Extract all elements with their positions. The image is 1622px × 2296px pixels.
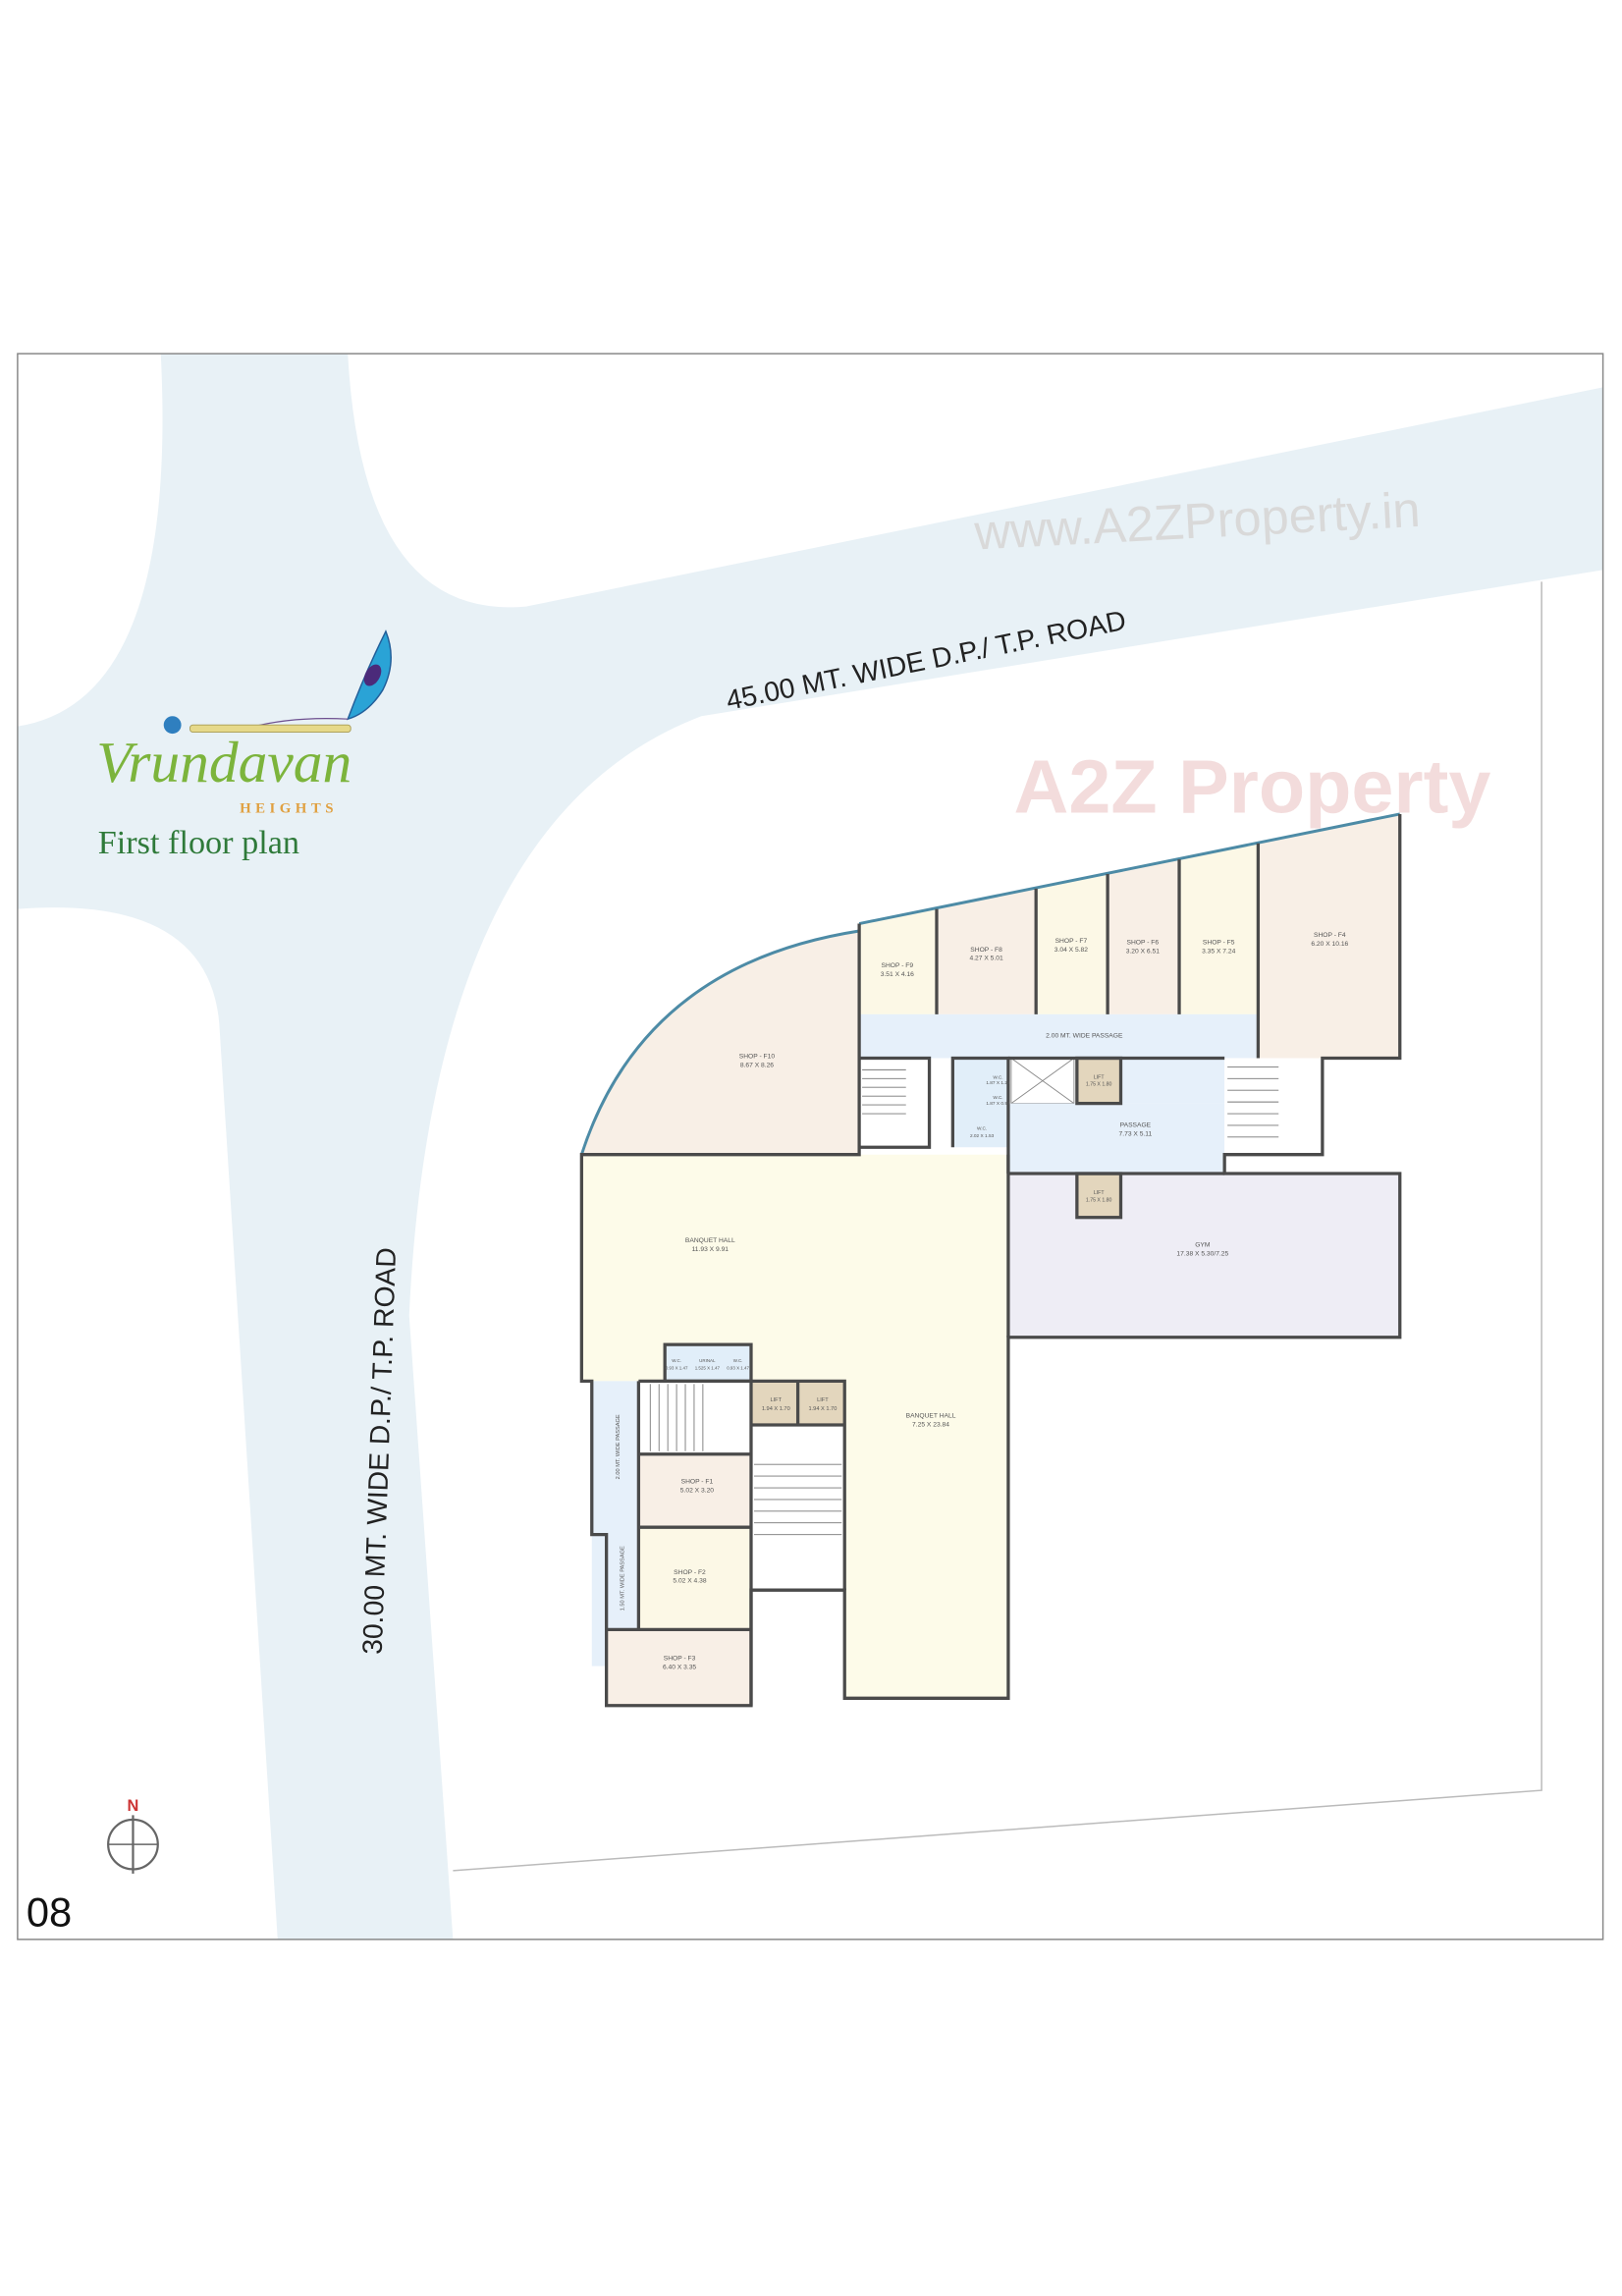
label-f7: SHOP - F7 xyxy=(1055,938,1088,945)
label-urinal: URINAL xyxy=(699,1358,716,1363)
room-shop-f7 xyxy=(1036,873,1108,1014)
room-passage-mid xyxy=(1007,1103,1225,1175)
dims-passage-mid: 7.73 X 5.11 xyxy=(1119,1130,1153,1137)
label-lift-b: LIFT xyxy=(817,1397,829,1403)
flute-icon xyxy=(189,724,351,734)
label-f1: SHOP - F1 xyxy=(681,1479,714,1486)
label-gym: GYM xyxy=(1195,1241,1211,1248)
dims-gym: 17.38 X 5.30/7.25 xyxy=(1176,1250,1228,1257)
room-gym xyxy=(1007,1174,1400,1338)
room-shop-f9 xyxy=(859,908,937,1014)
dims-lift-a: 1.94 X 1.70 xyxy=(762,1406,790,1412)
dims-f6: 3.20 X 6.51 xyxy=(1126,948,1160,955)
dims-wc1: 1.87 X 1.29 xyxy=(986,1080,1010,1086)
room-shop-f6 xyxy=(1108,859,1180,1014)
label-f4: SHOP - F4 xyxy=(1314,932,1346,939)
land-top-left xyxy=(17,354,163,727)
label-f10: SHOP - F10 xyxy=(739,1053,776,1060)
toilet-block-north xyxy=(952,1058,1008,1148)
passage-left xyxy=(591,1381,639,1667)
label-f2: SHOP - F2 xyxy=(674,1569,706,1576)
dims-wc3: 2.02 X 1.53 xyxy=(970,1133,995,1139)
land-bottom-left xyxy=(17,907,278,1940)
toilet-block-banquet xyxy=(665,1344,751,1382)
dims-lift-b: 1.94 X 1.70 xyxy=(808,1406,837,1412)
brand-logo: Vrundavan HEIGHTS xyxy=(96,629,392,816)
label-lift-top: LIFT xyxy=(1094,1074,1105,1080)
dims-wc4: 0.93 X 1.47 xyxy=(666,1365,688,1370)
stair-north-west xyxy=(859,1058,930,1148)
label-f3: SHOP - F3 xyxy=(664,1656,696,1663)
label-f8: SHOP - F8 xyxy=(970,947,1002,954)
dims-f1: 5.02 X 3.20 xyxy=(680,1487,714,1494)
room-shop-f10 xyxy=(581,930,860,1155)
stair-north-east xyxy=(1224,1058,1313,1155)
room-shop-f4 xyxy=(1258,813,1400,1059)
label-passage-top: 2.00 MT. WIDE PASSAGE xyxy=(1046,1033,1123,1040)
passage-top xyxy=(859,1013,1259,1059)
room-labels: SHOP - F10 8.67 X 8.26 SHOP - F9 3.51 X … xyxy=(616,932,1349,1671)
dims-urinal: 1.525 X 1.47 xyxy=(695,1365,721,1370)
land-top xyxy=(348,354,1603,608)
dims-banquet1: 11.93 X 9.91 xyxy=(692,1246,730,1253)
dims-f3: 6.40 X 3.35 xyxy=(663,1665,696,1671)
label-f6: SHOP - F6 xyxy=(1127,939,1160,946)
plot-boundary xyxy=(453,581,1542,1872)
page-number: 08 xyxy=(27,1888,72,1935)
dims-f7: 3.04 X 5.82 xyxy=(1054,947,1088,954)
label-wc1: W.C. xyxy=(993,1074,1002,1080)
label-passage-left1: 2.00 MT. WIDE PASSAGE xyxy=(616,1414,622,1479)
room-shop-f1 xyxy=(638,1453,751,1528)
label-banquet2: BANQUET HALL xyxy=(906,1413,956,1420)
label-passage-mid: PASSAGE xyxy=(1120,1121,1152,1128)
dims-wc5: 0.93 X 1.47 xyxy=(727,1365,749,1370)
label-lift-a: LIFT xyxy=(770,1397,782,1403)
dims-f9: 3.51 X 4.16 xyxy=(881,971,914,978)
room-lift-a xyxy=(750,1381,798,1426)
north-label: N xyxy=(128,1797,139,1815)
room-shop-f8 xyxy=(936,888,1037,1014)
dims-f2: 5.02 X 4.38 xyxy=(673,1578,706,1585)
label-wc5: W.C. xyxy=(733,1358,743,1363)
watermark-brand: A2Z Property xyxy=(1014,744,1491,829)
room-lift-gym xyxy=(1076,1174,1121,1218)
label-passage-left2: 1.50 MT. WIDE PASSAGE xyxy=(621,1546,626,1611)
dims-banquet2: 7.25 X 23.84 xyxy=(912,1422,949,1429)
dims-f8: 4.27 X 5.01 xyxy=(969,956,1002,962)
bird-icon xyxy=(163,716,182,735)
label-f9: SHOP - F9 xyxy=(882,962,914,969)
label-wc4: W.C. xyxy=(672,1358,681,1363)
room-shop-f5 xyxy=(1179,843,1259,1014)
dims-f5: 3.35 X 7.24 xyxy=(1202,948,1235,955)
dims-lift-top: 1.75 X 1.80 xyxy=(1086,1082,1112,1088)
sheet-frame xyxy=(17,353,1604,1941)
room-banquet-hall xyxy=(581,1154,1008,1699)
room-shop-f3 xyxy=(606,1629,751,1706)
dims-f4: 6.20 X 10.16 xyxy=(1311,941,1348,948)
room-lift-top xyxy=(1076,1058,1121,1104)
stair-south xyxy=(750,1425,845,1591)
dims-f10: 8.67 X 8.26 xyxy=(740,1062,774,1068)
plan-title: First floor plan xyxy=(98,825,299,861)
feather-eye-icon xyxy=(363,664,382,686)
room-lift-b xyxy=(797,1381,845,1426)
label-banquet1: BANQUET HALL xyxy=(685,1237,735,1244)
building-plan xyxy=(579,812,1402,1708)
logo-name: Vrundavan xyxy=(96,730,351,794)
room-shop-f2 xyxy=(638,1527,751,1630)
dims-wc2: 1.87 X 0.95 xyxy=(986,1101,1010,1107)
dims-lift-gym: 1.75 X 1.80 xyxy=(1086,1197,1112,1203)
label-wc2: W.C. xyxy=(993,1095,1002,1101)
stair-west xyxy=(638,1381,751,1454)
label-lift-gym: LIFT xyxy=(1094,1190,1105,1196)
label-wc3: W.C. xyxy=(977,1125,987,1131)
logo-subtitle: HEIGHTS xyxy=(240,800,338,816)
north-compass-icon: N xyxy=(107,1797,159,1874)
label-f5: SHOP - F5 xyxy=(1203,939,1235,946)
